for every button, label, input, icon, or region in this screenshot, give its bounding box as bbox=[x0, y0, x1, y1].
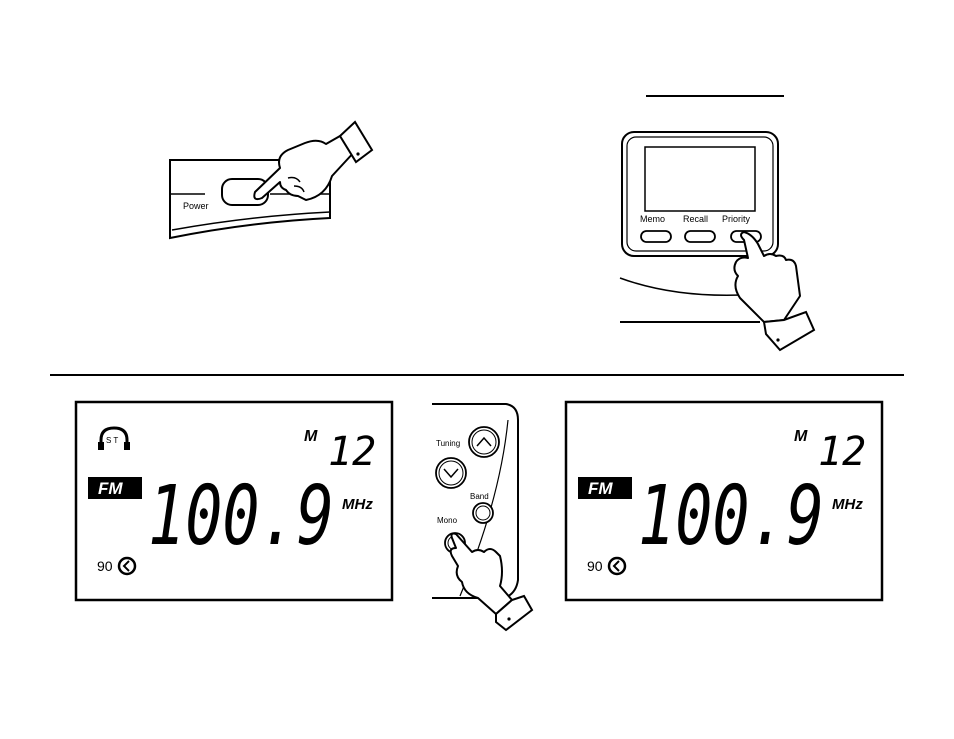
priority-label: Priority bbox=[722, 214, 751, 224]
band-button[interactable] bbox=[472, 502, 494, 524]
memory-prefix: M bbox=[304, 428, 318, 445]
timer-value: 90 bbox=[97, 558, 113, 574]
pointing-hand-icon bbox=[449, 532, 534, 632]
memory-number: 12 bbox=[818, 429, 866, 475]
frequency-readout: 100.9 bbox=[148, 469, 334, 564]
clock-icon bbox=[117, 556, 137, 576]
lcd-display-stereo: S T M 12 FM 100.9 MHz 90 bbox=[74, 400, 394, 602]
screen-window bbox=[644, 146, 756, 212]
pointing-hand-icon bbox=[733, 231, 816, 352]
band-label: Band bbox=[470, 492, 489, 501]
fm-badge bbox=[88, 477, 142, 499]
memory-number: 12 bbox=[328, 429, 376, 475]
tuning-up-button[interactable] bbox=[468, 426, 500, 458]
headphone-stereo-icon: S T bbox=[98, 426, 130, 450]
chevron-up-icon bbox=[476, 436, 492, 447]
pointing-hand-icon bbox=[253, 120, 374, 201]
memo-label: Memo bbox=[640, 214, 665, 224]
mono-label: Mono bbox=[437, 516, 458, 525]
timer-value: 90 bbox=[587, 558, 603, 574]
recall-label: Recall bbox=[683, 214, 708, 224]
memory-prefix: M bbox=[794, 428, 808, 445]
unit-label: MHz bbox=[342, 496, 373, 513]
tuning-down-button[interactable] bbox=[435, 457, 467, 489]
chevron-down-icon bbox=[443, 468, 459, 479]
priority-panel: Memo Recall Priority bbox=[619, 95, 816, 352]
lcd-display-mono: M 12 FM 100.9 MHz 90 bbox=[564, 400, 884, 602]
stereo-label: S T bbox=[106, 436, 118, 445]
clock-icon bbox=[607, 556, 627, 576]
tuning-label: Tuning bbox=[436, 439, 460, 448]
power-label: Power bbox=[183, 201, 209, 211]
recall-button[interactable] bbox=[684, 230, 716, 243]
frequency-readout: 100.9 bbox=[638, 469, 824, 564]
fm-badge-label: FM bbox=[98, 479, 123, 498]
memo-button[interactable] bbox=[640, 230, 672, 243]
fm-badge-label: FM bbox=[588, 479, 613, 498]
fm-badge bbox=[578, 477, 632, 499]
unit-label: MHz bbox=[832, 496, 863, 513]
control-panel: Tuning Band Mono bbox=[432, 403, 534, 632]
power-panel: Power bbox=[169, 120, 374, 240]
